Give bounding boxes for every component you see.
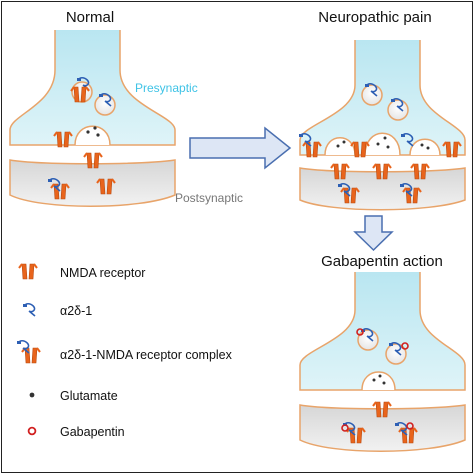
normal-title: Normal — [66, 9, 114, 26]
legend-glutamate-label: Glutamate — [60, 389, 118, 403]
glutamate-dot — [336, 144, 340, 148]
legend-alpha2delta1-label: α2δ-1 — [60, 304, 92, 318]
neuropathic-panel — [298, 40, 466, 211]
down-arrow-icon — [353, 215, 394, 252]
normal-release-pocket — [74, 125, 111, 146]
legend-complex-label: α2δ-1-NMDA receptor complex — [60, 348, 233, 362]
glutamate-dot — [372, 378, 376, 382]
synaptic-vesicle — [94, 94, 116, 116]
glutamate-dot — [378, 374, 382, 378]
synaptic-vesicle — [387, 99, 409, 121]
glutamate-dot — [86, 130, 90, 134]
gabapentin-presynaptic-terminal — [299, 272, 466, 391]
synaptic-vesicle — [361, 84, 383, 106]
normal-presynaptic-terminal — [9, 30, 176, 146]
glutamate-dot-icon — [29, 392, 35, 398]
legend-nmda-label: NMDA receptor — [60, 266, 145, 280]
presynaptic-label: Presynaptic — [135, 81, 198, 95]
postsynaptic-label: Postsynaptic — [175, 191, 243, 205]
glutamate-dot — [96, 133, 100, 137]
right-arrow-icon — [189, 126, 292, 170]
glutamate-dot — [376, 142, 380, 146]
release-pocket — [364, 132, 401, 156]
glutamate-dot — [382, 381, 386, 385]
release-pocket — [361, 371, 396, 391]
normal-panel — [9, 30, 176, 207]
glutamate-dot — [383, 136, 387, 140]
neuropathic-title: Neuropathic pain — [318, 9, 431, 26]
glutamate-dot — [93, 126, 97, 130]
gabapentin-ring-icon — [27, 426, 37, 436]
gabapentin-postsynaptic-terminal — [299, 404, 466, 452]
gabapentin-panel — [299, 272, 466, 452]
release-pocket — [324, 137, 356, 156]
gabapentin-action-title: Gabapentin action — [321, 253, 443, 270]
glutamate-dot — [420, 143, 424, 147]
alpha2delta1-icon — [22, 302, 36, 317]
legend-gabapentin-label: Gabapentin — [60, 425, 125, 439]
nmda-receptor-icon — [18, 263, 38, 280]
release-pocket — [409, 138, 441, 156]
synaptic-vesicle — [357, 329, 379, 351]
neuropathic-postsynaptic-terminal — [299, 167, 466, 211]
neuropathic-presynaptic-terminal — [299, 40, 466, 156]
glutamate-dot — [342, 140, 346, 144]
normal-postsynaptic-terminal — [9, 159, 176, 207]
glutamate-dot — [426, 146, 430, 150]
glutamate-dot — [386, 145, 390, 149]
legend: NMDA receptor α2δ-1 α2δ-1-NMDA receptor … — [16, 263, 233, 439]
